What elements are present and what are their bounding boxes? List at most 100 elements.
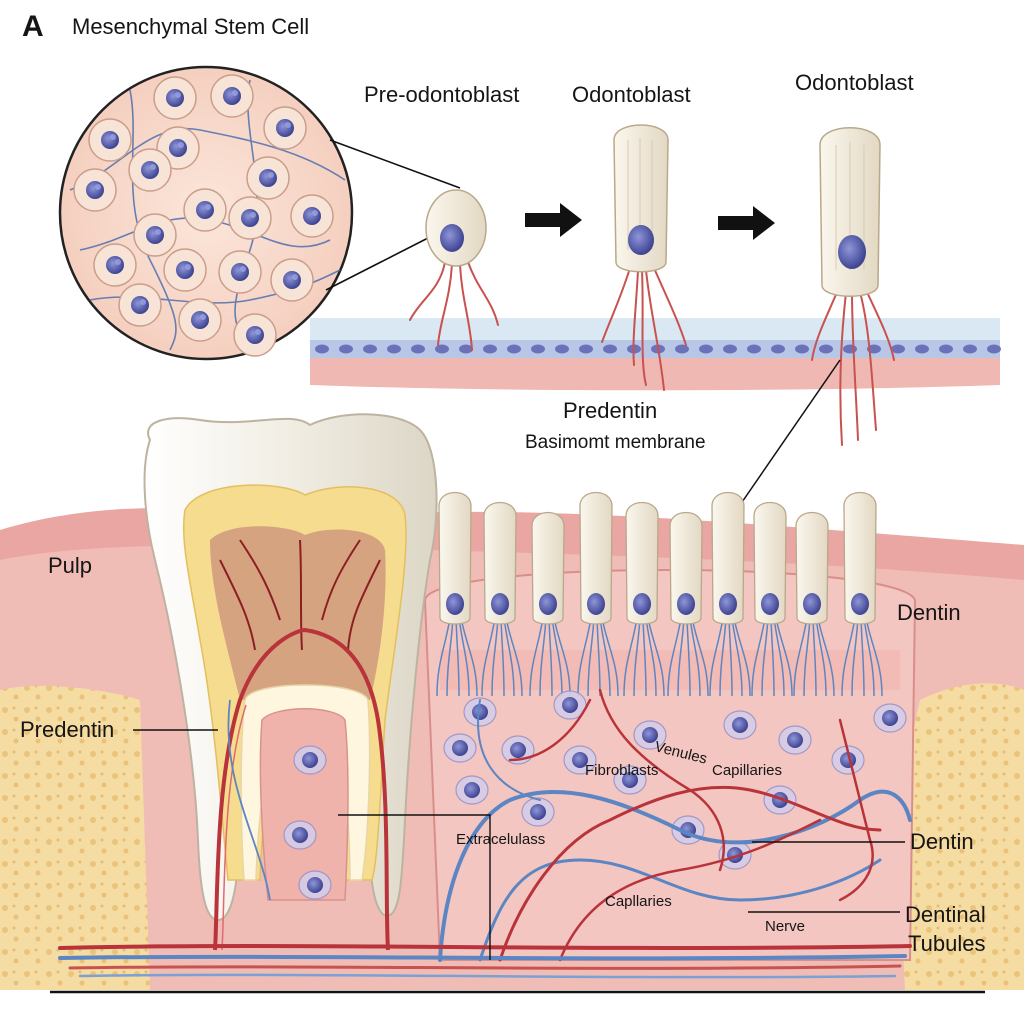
mesenchymal-cell xyxy=(88,118,132,162)
row-odontoblast-cell xyxy=(577,492,619,697)
basement-membrane-strip xyxy=(310,318,1001,391)
membrane-nucleus xyxy=(579,344,593,354)
membrane-nucleus xyxy=(435,344,449,354)
label-dentinal: Dentinal xyxy=(905,902,986,927)
membrane-nucleus xyxy=(723,344,737,354)
label-tubules: Tubules xyxy=(908,931,986,956)
panel-letter: A xyxy=(22,10,44,43)
fibroblast-cell xyxy=(723,710,757,740)
membrane-nucleus xyxy=(747,344,761,354)
pre-odontoblast-cell xyxy=(409,189,499,351)
fibroblast-cell xyxy=(613,765,647,795)
mesenchymal-cell xyxy=(228,196,272,240)
label-capillaries-1: Capillaries xyxy=(712,762,783,779)
fibroblast-cell xyxy=(553,690,587,720)
label-dentin-right: Dentin xyxy=(910,829,974,854)
label-basement-membrane: Basimomt membrane xyxy=(525,432,706,453)
mesenchymal-cell xyxy=(183,188,227,232)
fibroblast-cell xyxy=(763,785,797,815)
membrane-nucleus xyxy=(771,344,785,354)
bone-left xyxy=(0,685,150,990)
row-odontoblast-cell xyxy=(623,502,665,697)
vessel-network xyxy=(438,688,912,962)
fibroblast-cell xyxy=(283,820,317,850)
mesenchymal-cell xyxy=(178,298,222,342)
mesenchymal-cell-magnification xyxy=(58,65,354,361)
membrane-nucleus xyxy=(891,344,905,354)
membrane-nucleus xyxy=(843,344,857,354)
magnify-line-bottom xyxy=(325,237,429,291)
fibroblast-cell xyxy=(443,733,477,763)
fibroblast-cell xyxy=(293,745,327,775)
mesenchymal-cell xyxy=(93,243,137,287)
label-pulp: Pulp xyxy=(48,553,93,578)
label-predentin-membrane: Predentin xyxy=(563,398,658,423)
mesenchymal-cell xyxy=(246,156,290,200)
row-odontoblast-cell xyxy=(436,492,478,697)
odontoblast-row xyxy=(436,492,883,697)
mesenchymal-cell xyxy=(133,213,177,257)
label-extracellular: Extracelulass xyxy=(456,831,546,848)
odontoblast-cell-1 xyxy=(601,124,687,391)
row-odontoblast-cell xyxy=(667,512,709,697)
membrane-nucleus xyxy=(531,344,545,354)
leader-lines xyxy=(50,729,985,994)
fibroblast-cell xyxy=(718,840,752,870)
mesenchymal-cell xyxy=(263,106,307,150)
label-odontoblast-1: Odontoblast xyxy=(572,82,691,107)
membrane-nucleus xyxy=(411,344,425,354)
mesenchymal-cell xyxy=(153,76,197,120)
membrane-nucleus xyxy=(339,344,353,354)
fibroblast-cell xyxy=(455,775,489,805)
bottom-vessel-bundle xyxy=(58,944,912,979)
membrane-nucleus xyxy=(459,344,473,354)
membrane-nucleus xyxy=(939,344,953,354)
row-odontoblast-cell xyxy=(709,492,751,697)
tooth xyxy=(143,413,438,951)
membrane-nucleus xyxy=(819,344,833,354)
membrane-nucleus xyxy=(363,344,377,354)
mesenchymal-cell xyxy=(73,168,117,212)
row-odontoblast-cell xyxy=(751,502,793,697)
membrane-nucleus xyxy=(915,344,929,354)
differentiation-arrow-1 xyxy=(525,203,582,237)
leader-line-odontoblast xyxy=(739,359,841,506)
leader-extracellular xyxy=(338,814,491,960)
fibroblast-cell xyxy=(563,745,597,775)
membrane-nucleus xyxy=(963,344,977,354)
fibroblast-cell xyxy=(778,725,812,755)
mesenchymal-cell xyxy=(233,313,277,357)
row-odontoblast-cell xyxy=(841,492,883,697)
membrane-nucleus xyxy=(387,344,401,354)
label-capillaries-2: Capllaries xyxy=(605,893,672,910)
row-odontoblast-cell xyxy=(481,502,523,697)
membrane-nucleus xyxy=(507,344,521,354)
fibroblast-cell xyxy=(633,720,667,750)
odontoblast-cell-2 xyxy=(811,127,895,446)
label-pre-odontoblast: Pre-odontoblast xyxy=(364,82,520,107)
label-odontoblast-2: Odontoblast xyxy=(795,70,914,95)
row-odontoblast-cell xyxy=(529,512,571,697)
magnify-line-top xyxy=(329,139,461,189)
fibroblast-cell xyxy=(873,703,907,733)
bone-right xyxy=(902,683,1024,990)
fibroblast-cell xyxy=(298,870,332,900)
label-fibroblasts: Fibroblasts xyxy=(585,762,659,779)
membrane-nucleus xyxy=(315,344,329,354)
circle-cells xyxy=(73,74,334,357)
membrane-nucleus xyxy=(555,344,569,354)
membrane-nucleus xyxy=(795,344,809,354)
fibroblast-cell xyxy=(463,697,497,727)
membrane-nucleus xyxy=(987,344,1001,354)
mesenchymal-cell xyxy=(270,258,314,302)
mesenchymal-cell xyxy=(118,283,162,327)
membrane-nucleus xyxy=(699,344,713,354)
label-predentin: Predentin xyxy=(20,717,115,742)
membrane-nucleus xyxy=(483,344,497,354)
mesenchymal-cell xyxy=(290,194,334,238)
mesenchymal-cell xyxy=(210,74,254,118)
label-nerve: Nerve xyxy=(765,918,806,935)
mesenchymal-cell xyxy=(163,248,207,292)
